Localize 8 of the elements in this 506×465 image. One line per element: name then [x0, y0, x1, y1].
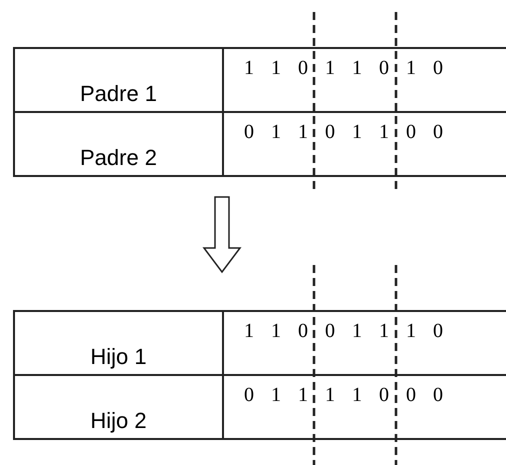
row-label: Padre 1 [14, 48, 223, 112]
bit-string: 1 1 0 1 1 0 1 0 [223, 48, 506, 112]
row-label: Hijo 1 [14, 311, 223, 375]
bit-string: 0 1 1 0 1 1 0 0 [223, 112, 506, 176]
row-label: Padre 2 [14, 112, 223, 176]
bit-string: 0 1 1 1 1 0 0 0 [223, 375, 506, 439]
bit-string: 1 1 0 0 1 1 1 0 [223, 311, 506, 375]
row-label: Hijo 2 [14, 375, 223, 439]
